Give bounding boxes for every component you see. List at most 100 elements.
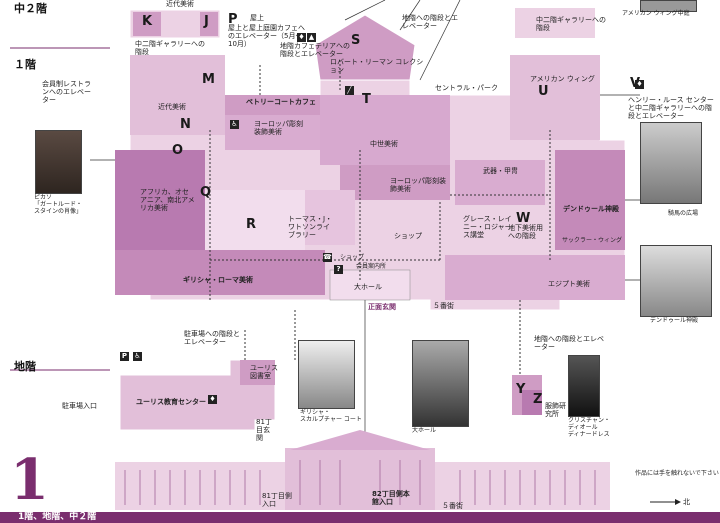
label-grace: グレース・レイニー・ロジャース講堂	[463, 215, 512, 239]
room-r	[205, 190, 305, 250]
section-letter-m: M	[202, 72, 215, 87]
room-greek	[115, 250, 325, 295]
footer-big-number: 1	[10, 447, 49, 513]
footer-bar	[0, 512, 720, 523]
label-central-park: セントラル・パーク	[435, 84, 498, 92]
label-north: 北	[683, 498, 690, 506]
room-petrie	[225, 95, 320, 115]
phone-icon: ☎	[323, 253, 332, 262]
label-egypt: エジプト美術	[548, 280, 590, 288]
section-letter-u: U	[538, 84, 549, 99]
label-members-rest: 会員制レストランへのエレベーター	[42, 80, 91, 104]
label-american-wing: アメリカン ウィング	[530, 75, 595, 83]
label-modern-top: 近代美術	[166, 0, 194, 8]
label-medieval: 中世美術	[370, 140, 398, 148]
label-info: 会員案内所	[356, 263, 387, 270]
photo-greek-court	[298, 340, 355, 409]
room-american	[510, 55, 600, 140]
room-euro2	[340, 165, 450, 200]
restroom-icon-2: ♦	[635, 80, 644, 89]
floor-title-first: １階	[14, 58, 36, 71]
label-dendur: デンドゥール神殿	[563, 205, 619, 213]
room-k	[133, 12, 161, 36]
section-letter-o: O	[172, 143, 184, 158]
label-roof-cafe: 屋上と屋上庭園カフェへのエレベーター（5月～10月）	[228, 24, 305, 48]
photo-great-hall	[412, 340, 469, 427]
room-american-mezz	[515, 8, 595, 38]
label-american-mezz: 中二階ギャラリーへの階段	[536, 16, 606, 32]
facade-center	[285, 448, 435, 510]
room-euro	[225, 115, 320, 150]
label-82-entrance: 82丁目側本館入口	[372, 490, 410, 506]
label-luce: ヘンリー・ルース センターと中二階ギャラリーへの階段とエレベーター	[628, 96, 714, 120]
wheelchair-icon-2: ♿	[133, 352, 142, 361]
label-euro-sculpture2: ヨーロッパ彫刻装飾美術	[390, 177, 446, 193]
section-letter-y: Y	[516, 382, 526, 397]
room-egypt	[445, 255, 625, 300]
photo-dendur	[640, 245, 712, 317]
caption-picasso: ピカソ 「ガートルード・ スタインの肖像」	[34, 194, 83, 215]
photo-american-court	[640, 0, 697, 12]
section-letter-z: Z	[533, 392, 543, 407]
caption-dendur: デンドゥール神殿	[650, 317, 699, 324]
section-letter-s: S	[351, 33, 361, 48]
label-euro-sculpture: ヨーロッパ彫刻装飾美術	[254, 120, 303, 136]
label-rooftop: 屋上	[250, 14, 264, 22]
label-uris-center: ユーリス教育センター	[136, 398, 206, 406]
caption-greek-court: ギリシャ・ スカルプチャー コート	[300, 409, 362, 423]
label-africa: アフリカ、オセアニア、南北アメリカ美術	[140, 188, 195, 212]
label-81-entrance-b: 81丁目側入口	[262, 492, 292, 508]
floor-title-ground: 地階	[14, 360, 36, 373]
section-letter-j: J	[204, 14, 209, 29]
label-modern-main: 近代美術	[158, 103, 186, 111]
label-petrie: ペトリーコートカフェ	[246, 98, 316, 106]
label-fifth-ave-bottom: ５番街	[442, 502, 463, 510]
label-shop: ショップ	[394, 232, 422, 240]
elevator-icon: ▲	[307, 33, 316, 42]
label-equestrian: 騎馬の広場	[668, 210, 699, 217]
photo-dior	[568, 355, 600, 417]
label-great-hall: 大ホール	[354, 283, 382, 291]
wheelchair-icon: ♿	[230, 120, 239, 129]
room-dendur	[555, 150, 625, 250]
label-parking-elev: 駐車場への階段とエレベーター	[184, 330, 240, 346]
section-letter-r: R	[246, 217, 257, 232]
room-uris-library	[240, 360, 275, 385]
label-cafeteria: 地階カフェテリアへの階段とエレベーター	[280, 42, 350, 58]
photo-equestrian	[640, 122, 702, 204]
room-watson	[305, 190, 355, 245]
section-letter-q: Q	[200, 185, 212, 200]
label-main-entrance: 正面玄関	[368, 303, 396, 311]
label-costume-stairs: 地階への階段とエレベーター	[534, 335, 604, 351]
section-letter-k: K	[142, 14, 153, 29]
room-modern	[130, 55, 225, 135]
label-parking: 駐車場入口	[62, 402, 97, 410]
label-sackler: サックラー・ウィング	[562, 237, 623, 244]
facade-pediment	[290, 430, 430, 450]
label-lehman: ロバート・リーマン コレクション	[330, 58, 424, 74]
parking-icon: P	[120, 352, 129, 361]
label-watson: トーマス・J・ワトソンライブラリー	[288, 215, 333, 239]
room-medieval	[320, 95, 450, 165]
label-81-entrance: 81丁目玄関	[256, 418, 272, 442]
label-costume: 服飾研究所	[545, 402, 566, 418]
label-arms: 武器・甲冑	[483, 167, 518, 175]
label-shop2: ショップ	[340, 254, 365, 261]
caption-great-hall: 大ホール	[412, 427, 437, 434]
footer-line: 1階、地階、中２階	[18, 512, 97, 522]
restroom-icon-3: ♦	[208, 395, 217, 404]
label-uris-library: ユーリス図書室	[250, 364, 278, 380]
section-letter-w: W	[516, 211, 531, 226]
label-stairs-ground-top: 地階への階段とエレベーター	[402, 14, 458, 30]
restroom-icon: ♦	[297, 33, 306, 42]
photo-picasso	[35, 130, 82, 194]
label-arms-ground: 地下美術用への階段	[508, 224, 543, 240]
caption-dior: クリスチャン・ ディオール ディナードレス	[568, 417, 610, 438]
label-scale-note: 作品には手を触れないで下さい	[635, 470, 719, 477]
floor-ground	[119, 359, 276, 431]
label-greek: ギリシャ・ローマ美術	[183, 276, 253, 284]
room-great-hall	[329, 269, 411, 301]
label-american-court: アメリカン ウィング中庭	[622, 10, 690, 17]
section-letter-n: N	[180, 117, 191, 132]
